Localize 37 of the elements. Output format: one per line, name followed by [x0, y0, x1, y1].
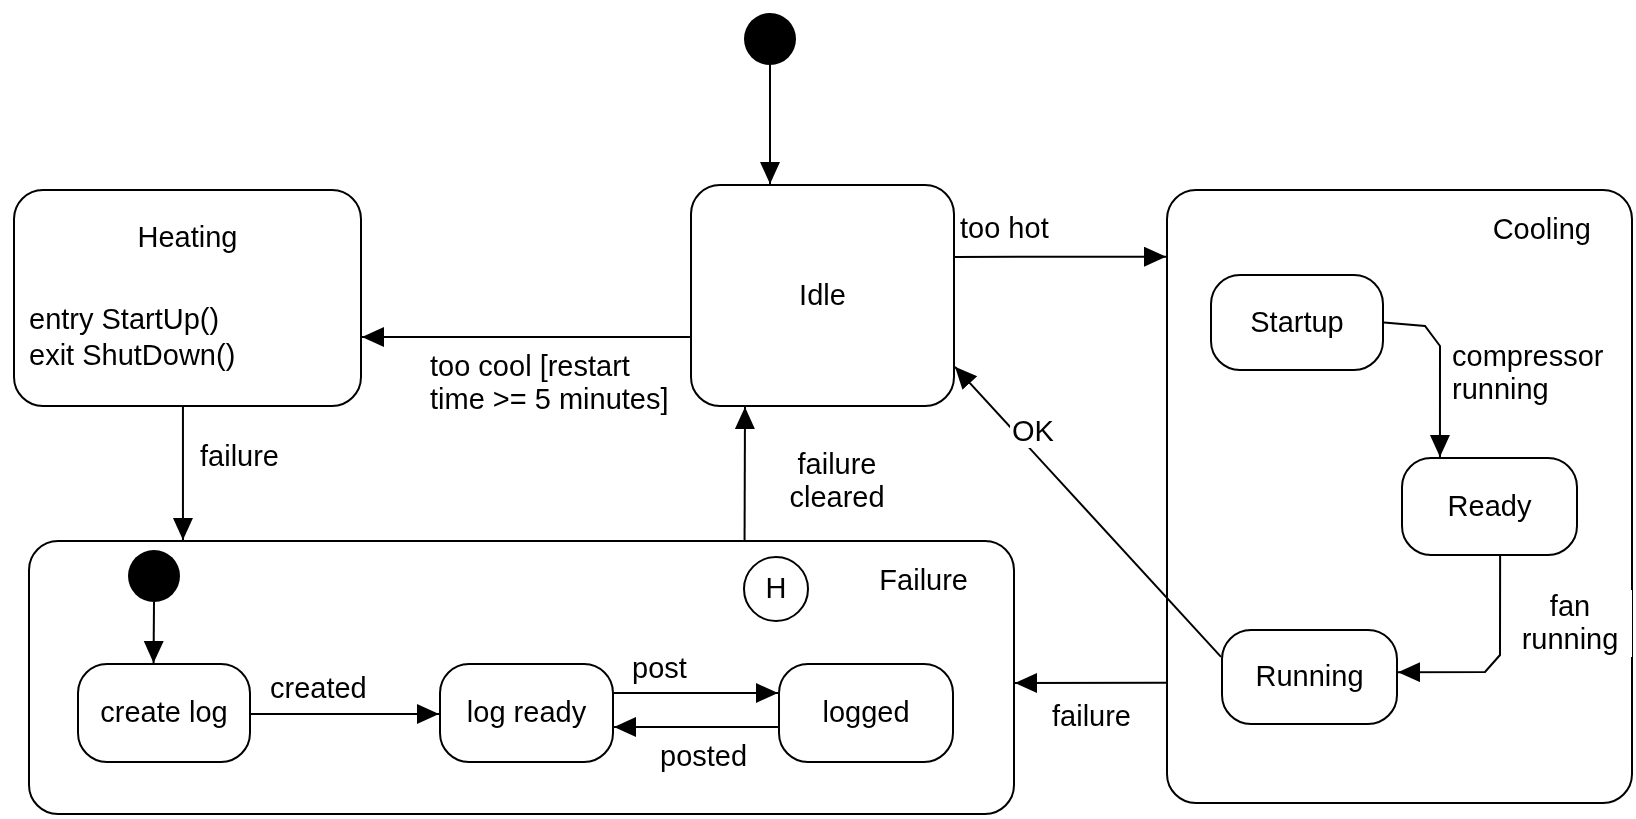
initial-state-dot — [128, 550, 180, 602]
transition-arrow — [954, 365, 1222, 658]
state-box — [439, 663, 614, 763]
state-name: log ready — [466, 696, 587, 730]
transition-arrow — [250, 704, 440, 724]
transition-arrow — [143, 601, 164, 664]
history-marker: H — [765, 572, 787, 606]
state-box — [77, 663, 251, 763]
state-box — [690, 184, 955, 407]
state-name: Idle — [799, 278, 846, 313]
state-name: logged — [822, 696, 910, 730]
transition-arrow — [613, 717, 779, 737]
state-name: create log — [100, 696, 228, 730]
state-name: Failure — [879, 564, 968, 598]
state-name: Running — [1255, 660, 1364, 694]
transition-arrow — [954, 246, 1167, 267]
transition-arrow — [613, 683, 779, 703]
state-box — [1221, 629, 1398, 725]
state-box — [1401, 457, 1578, 556]
state-name: Heating — [136, 221, 239, 255]
state-box — [13, 189, 362, 407]
state-box — [1210, 274, 1384, 371]
state-name: Ready — [1447, 489, 1532, 524]
entry-action: entry StartUp() — [29, 303, 220, 337]
transition-arrow — [760, 64, 780, 185]
state-name: Startup — [1250, 305, 1344, 340]
transition-arrow — [1397, 555, 1502, 683]
history-state-circle — [743, 556, 809, 622]
transition-arrow — [734, 406, 755, 541]
state-box — [778, 663, 954, 763]
transition-arrow — [1014, 673, 1167, 693]
transition-arrow — [1383, 321, 1450, 458]
exit-action: exit ShutDown() — [29, 339, 236, 373]
transition-arrow — [172, 406, 193, 541]
transition-arrow — [361, 327, 691, 347]
initial-state-dot — [744, 13, 796, 65]
state-name: Cooling — [1492, 213, 1591, 247]
